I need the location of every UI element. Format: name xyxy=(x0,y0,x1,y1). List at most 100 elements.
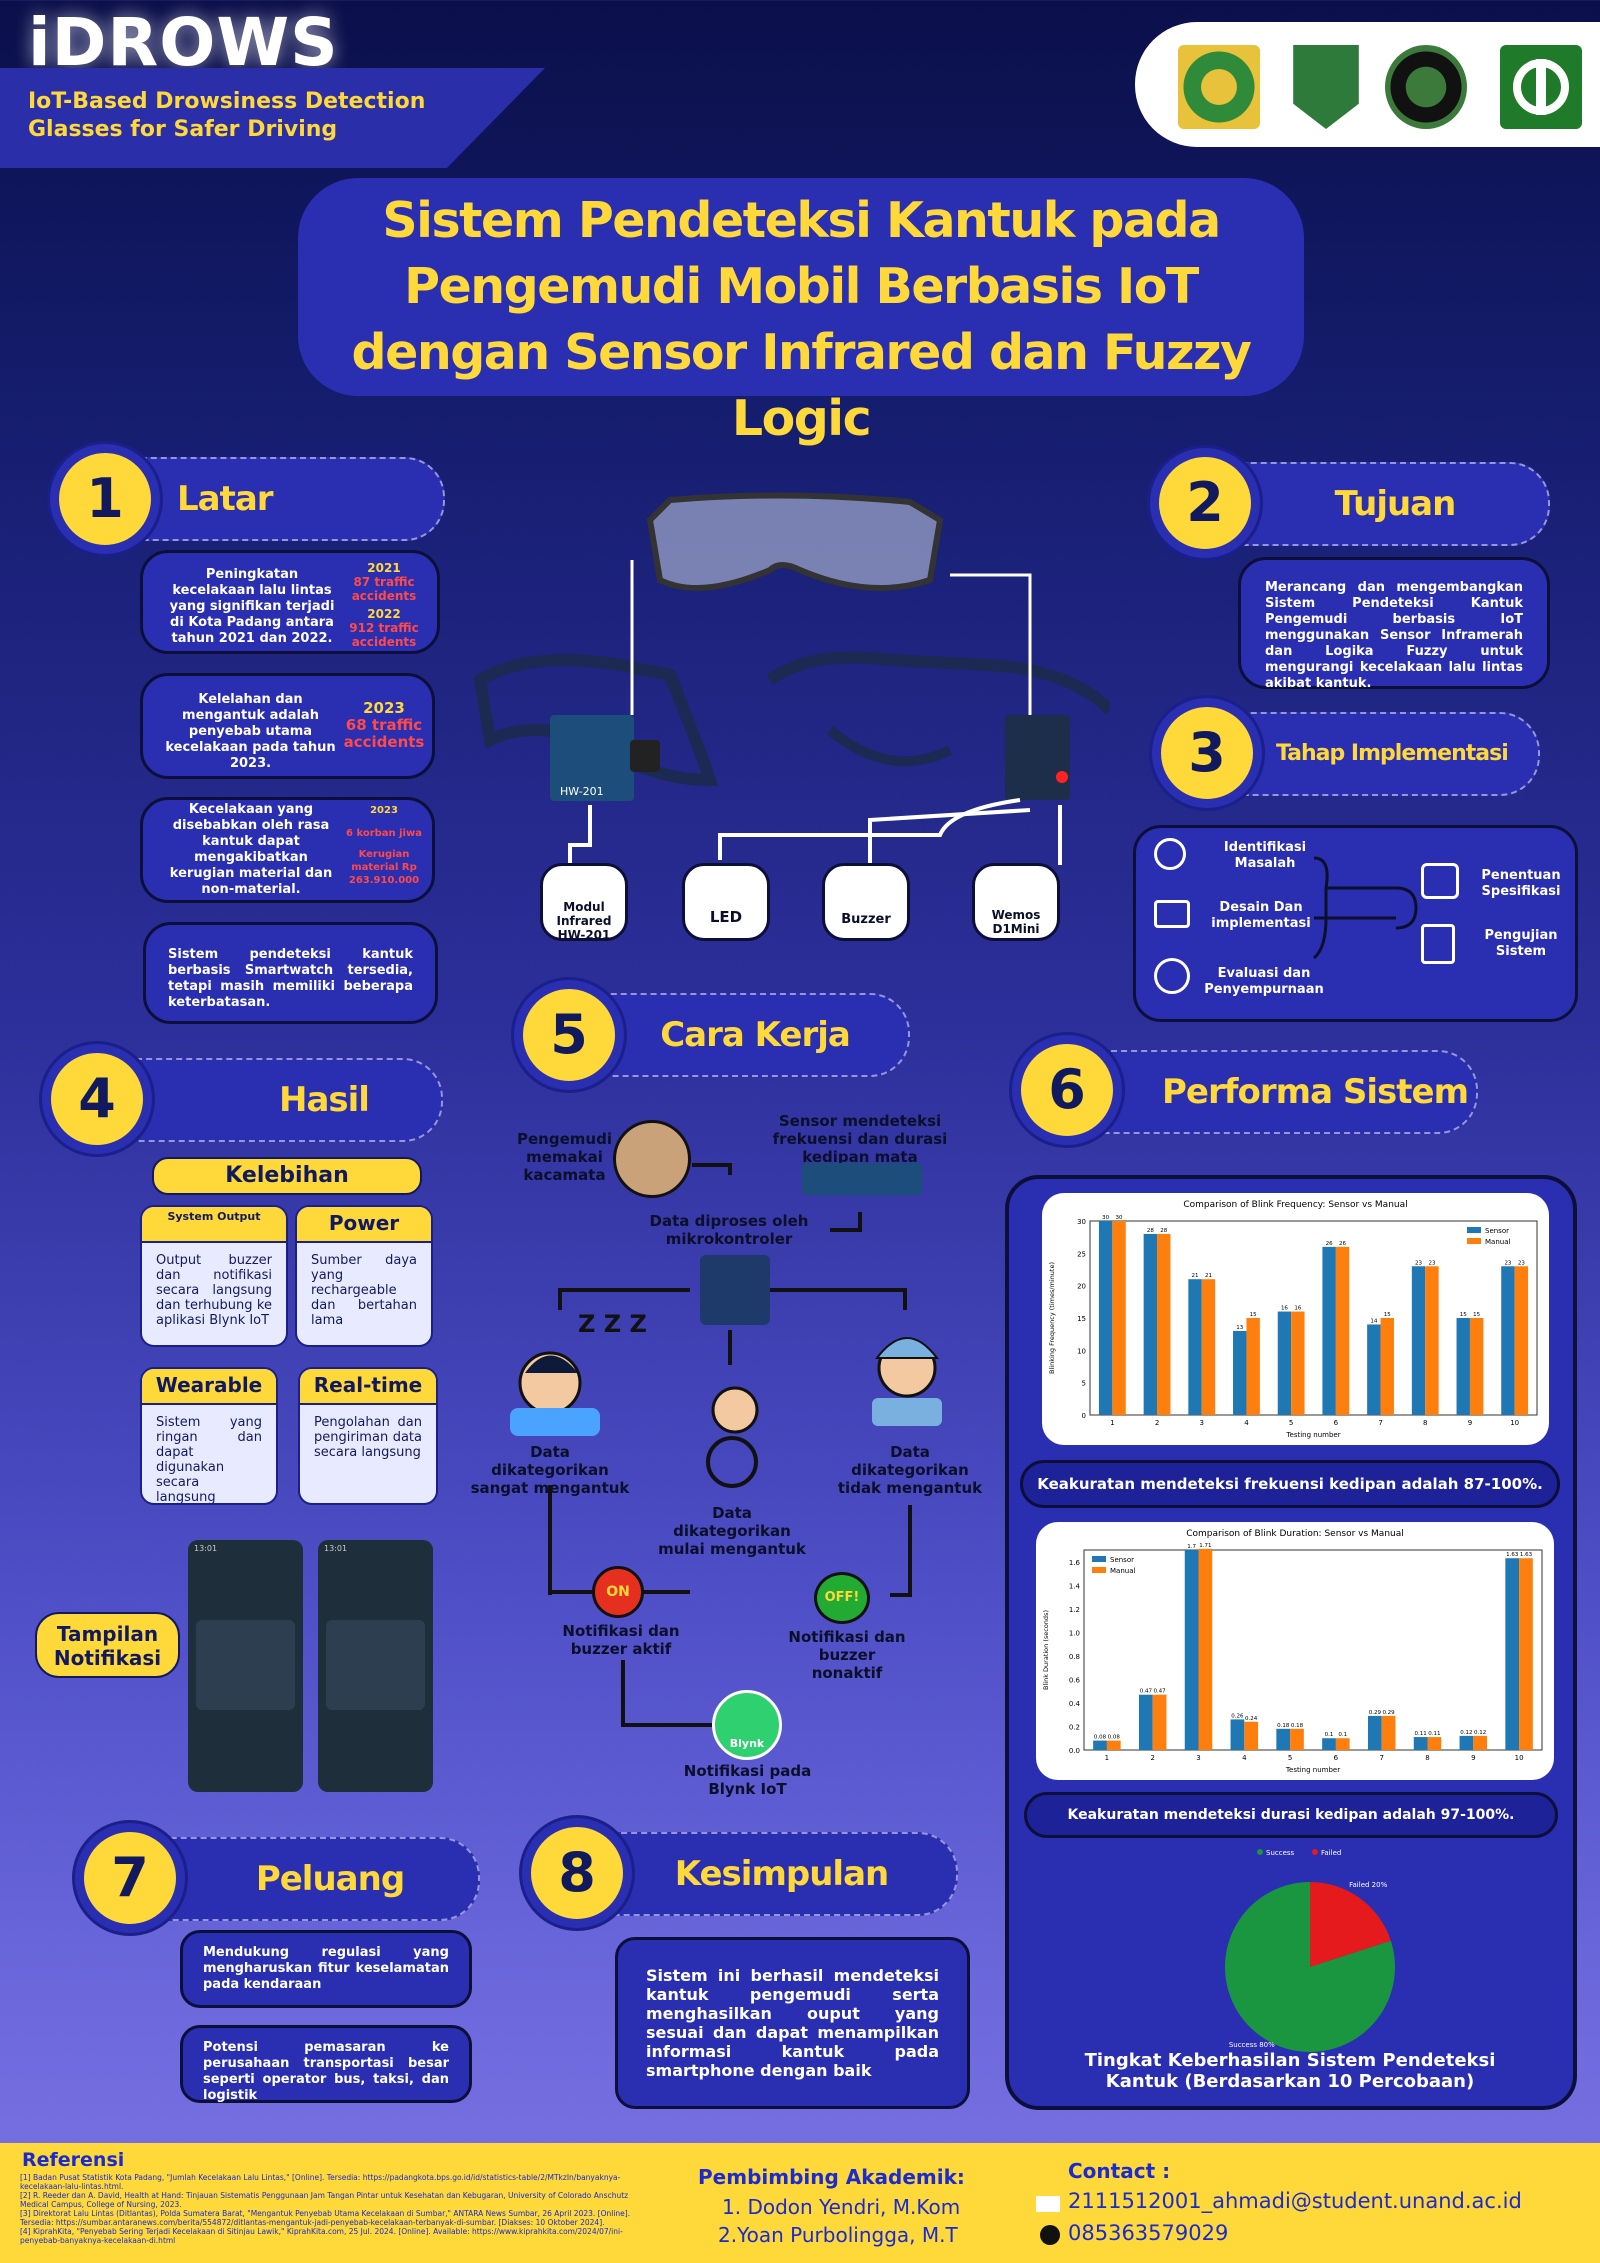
bar-manual xyxy=(1112,1221,1126,1415)
bar-sensor xyxy=(1367,1715,1382,1750)
bar-sensor xyxy=(1413,1737,1428,1750)
component-led: LED xyxy=(682,863,770,941)
bar-manual xyxy=(1246,1318,1260,1415)
y-tick-label: 0.8 xyxy=(1069,1653,1080,1661)
tahap-card: Identifikasi Masalah Desain Dan implemen… xyxy=(1133,825,1578,1022)
x-tick-label: 7 xyxy=(1378,1419,1382,1427)
latar-card-3: Kecelakaan yang disebabkan oleh rasa kan… xyxy=(140,797,435,903)
bar-sensor xyxy=(1459,1735,1474,1750)
on-arrows xyxy=(548,1500,690,1594)
latar-card-4: Sistem pendeteksi kantuk berbasis Smartw… xyxy=(143,922,438,1024)
x-tick-label: 8 xyxy=(1423,1419,1427,1427)
data-label: 28 xyxy=(1147,1228,1154,1234)
legend-label: Manual xyxy=(1485,1238,1510,1246)
component-buzzer: Buzzer xyxy=(822,863,910,941)
bar-sensor xyxy=(1188,1279,1202,1415)
bar-manual xyxy=(1335,1246,1350,1415)
x-tick-label: 1 xyxy=(1105,1754,1109,1762)
bar-sensor xyxy=(1367,1324,1381,1415)
data-label: 23 xyxy=(1518,1260,1525,1266)
pie-label: Success 80% xyxy=(1229,2041,1275,2049)
x-tick-label: 2 xyxy=(1150,1754,1154,1762)
y-tick-label: 20 xyxy=(1077,1283,1086,1291)
x-tick-label: 9 xyxy=(1471,1754,1475,1762)
accuracy-frequency: Keakuratan mendeteksi frekuensi kedipan … xyxy=(1020,1460,1560,1508)
legend-swatch xyxy=(1257,1849,1263,1855)
pie-label: Failed 20% xyxy=(1349,1881,1387,1889)
advantage-wearable: Wearable Sistem yang ringan dan dapat di… xyxy=(140,1367,278,1505)
x-tick-label: 6 xyxy=(1334,1754,1339,1762)
gear-icon xyxy=(1421,863,1459,899)
advisor-2: 2.Yoan Purbolingga, M.T xyxy=(718,2223,958,2247)
contact-title: Contact : xyxy=(1068,2159,1171,2183)
buzzer-on-button-icon: ON xyxy=(592,1566,644,1618)
y-tick-label: 0 xyxy=(1082,1412,1086,1420)
bar-manual xyxy=(1381,1715,1396,1750)
x-tick-label: 6 xyxy=(1334,1419,1339,1427)
svg-text:HW-201: HW-201 xyxy=(560,785,604,798)
bar-sensor xyxy=(1138,1694,1153,1750)
latar-card-1: Peningkatan kecelakaan lalu lintas yang … xyxy=(140,550,440,654)
y-tick-label: 0.6 xyxy=(1069,1676,1081,1684)
bar-sensor xyxy=(1505,1558,1520,1750)
main-title: Sistem Pendeteksi Kantuk pada Pengemudi … xyxy=(298,178,1304,447)
section-4-number: 4 xyxy=(42,1044,152,1154)
y-tick-label: 10 xyxy=(1077,1347,1086,1355)
data-label: 16 xyxy=(1294,1306,1301,1312)
y-axis-label: Blinking Frequency (times/minute) xyxy=(1048,1262,1056,1374)
data-label: 15 xyxy=(1250,1312,1257,1318)
data-label: 23 xyxy=(1428,1260,1435,1266)
bar-manual xyxy=(1291,1311,1305,1415)
design-icon xyxy=(1154,900,1190,928)
data-label: 21 xyxy=(1205,1273,1212,1279)
blynk-icon: Blynk xyxy=(712,1690,782,1760)
bar-manual xyxy=(1335,1738,1350,1750)
frequency-chart: Comparison of Blink Frequency: Sensor vs… xyxy=(1048,1200,1538,1439)
y-tick-label: 1.6 xyxy=(1069,1559,1081,1567)
data-label: 0.24 xyxy=(1245,1716,1258,1722)
bar-manual xyxy=(1201,1279,1216,1415)
footer: Referensi [1] Badan Pusat Statistik Kota… xyxy=(0,2143,1600,2263)
phone-screenshot-1: 13:01 xyxy=(188,1540,303,1792)
notification-buzzer-on: Notifikasi dan buzzer aktif xyxy=(562,1622,680,1658)
component-infrared: Modul Infrared HW-201 xyxy=(540,863,628,942)
bar-sensor xyxy=(1501,1266,1515,1415)
wemos-board-icon xyxy=(700,1255,770,1325)
phone-icon xyxy=(1040,2225,1060,2245)
x-tick-label: 5 xyxy=(1289,1419,1293,1427)
references-list: [1] Badan Pusat Statistik Kota Padang, "… xyxy=(20,2173,631,2245)
bar-manual xyxy=(1152,1694,1167,1750)
plot-area xyxy=(1083,1549,1543,1751)
accuracy-duration: Keakuratan mendeteksi durasi kedipan ada… xyxy=(1024,1792,1558,1838)
sleep-zzz-icon: Z Z Z xyxy=(578,1310,647,1338)
references-title: Referensi xyxy=(22,2149,125,2171)
plot-area xyxy=(1089,1220,1538,1416)
legend-label: Failed xyxy=(1321,1849,1341,1857)
y-tick-label: 25 xyxy=(1077,1250,1086,1258)
category-not-sleepy: Data dikategorikan tidak mengantuk xyxy=(837,1443,983,1497)
data-label: 0.18 xyxy=(1291,1723,1304,1729)
y-tick-label: 1.4 xyxy=(1069,1582,1081,1590)
x-tick-label: 5 xyxy=(1288,1754,1292,1762)
legend-label: Sensor xyxy=(1485,1227,1509,1235)
contact-phone[interactable]: 085363579029 xyxy=(1068,2221,1229,2245)
data-label: 26 xyxy=(1326,1241,1333,1247)
data-label: 0.18 xyxy=(1277,1723,1290,1729)
data-label: 15 xyxy=(1460,1312,1467,1318)
bar-manual xyxy=(1469,1318,1484,1415)
driver-photo-icon xyxy=(613,1120,691,1198)
bar-manual xyxy=(1244,1721,1259,1750)
pie-caption: Tingkat Keberhasilan Sistem Pendeteksi K… xyxy=(1084,2050,1496,2092)
bar-sensor xyxy=(1411,1266,1426,1415)
cara-kerja-arrows xyxy=(548,1163,912,1597)
legend-swatch xyxy=(1092,1556,1106,1562)
legend-label: Success xyxy=(1266,1849,1295,1857)
data-label: 21 xyxy=(1192,1273,1199,1279)
search-icon xyxy=(1154,838,1186,870)
sleepy-driver-icon xyxy=(500,1328,610,1438)
contact-email[interactable]: 2111512001_ahmadi@student.unand.ac.id xyxy=(1068,2189,1522,2213)
duration-chart-card: Comparison of Blink Duration: Sensor vs … xyxy=(1036,1522,1554,1780)
department-logo-icon xyxy=(1500,45,1582,129)
bar-sensor xyxy=(1233,1330,1247,1415)
section-6-number: 6 xyxy=(1012,1035,1122,1145)
